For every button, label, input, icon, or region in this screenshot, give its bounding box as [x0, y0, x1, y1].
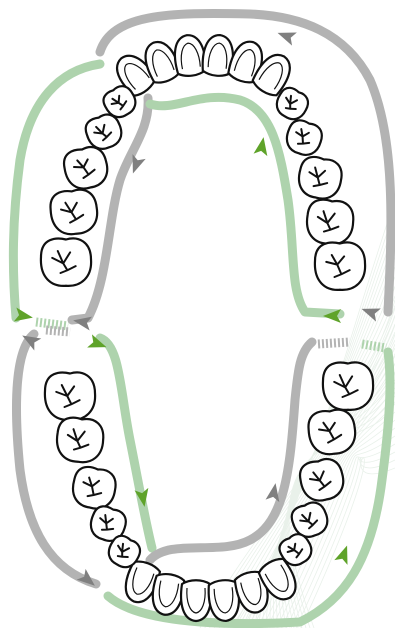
upper-back-tooth	[62, 146, 109, 190]
direction-arrow-icon	[265, 483, 280, 503]
lower-inner-grey-path	[145, 337, 317, 565]
direction-arrow-icon	[134, 487, 149, 507]
upper-back-tooth	[297, 155, 343, 200]
background-curve	[290, 451, 395, 628]
lower-front-tooth	[124, 560, 162, 604]
lower-back-tooth	[278, 533, 313, 567]
lower-inner-green-path	[95, 333, 157, 553]
direction-arrow-icon	[323, 309, 341, 323]
background-curve	[300, 457, 395, 628]
lower-arch	[43, 361, 375, 623]
lower-front-tooth	[179, 579, 213, 623]
direction-arrow-icon	[73, 316, 93, 331]
upper-back-tooth	[39, 237, 93, 287]
lower-back-tooth	[107, 534, 142, 569]
lower-front-tooth	[207, 579, 240, 623]
lower-outer-grey-path	[12, 329, 101, 589]
upper-back-tooth	[84, 113, 123, 150]
gap-right-green-dashes	[361, 339, 387, 353]
upper-back-tooth	[275, 86, 310, 121]
lower-back-tooth	[89, 505, 127, 542]
upper-back-tooth	[49, 188, 99, 236]
lower-back-tooth	[290, 501, 329, 538]
upper-back-tooth	[313, 241, 367, 291]
upper-back-tooth	[285, 119, 323, 156]
upper-back-tooth	[305, 198, 355, 246]
direction-arrow-icon	[87, 334, 107, 348]
path-layer	[8, 8, 395, 628]
background-curve	[286, 443, 395, 628]
upper-outer-grey-path	[95, 8, 395, 317]
background-curve	[295, 457, 395, 628]
lower-front-tooth	[151, 573, 186, 616]
lower-back-tooth	[71, 465, 117, 510]
lower-back-tooth	[43, 371, 97, 421]
gap-left-grey-dashes	[45, 325, 71, 337]
background-curve	[276, 427, 395, 628]
background-curve	[281, 435, 395, 628]
upper-front-tooth	[227, 40, 264, 84]
direction-arrow-icon	[361, 308, 381, 322]
direction-arrow-icon	[76, 568, 95, 586]
lower-outer-green-path	[103, 347, 395, 628]
upper-inner-green-path	[145, 92, 345, 319]
direction-arrow-icon	[13, 307, 33, 322]
upper-front-tooth	[251, 53, 291, 97]
direction-arrow-icon	[334, 545, 348, 565]
upper-front-tooth	[144, 40, 182, 84]
lower-front-tooth	[257, 557, 297, 601]
upper-front-tooth	[201, 33, 234, 77]
direction-arrow-icon	[22, 335, 42, 351]
direction-arrow-icon	[277, 32, 297, 46]
lower-front-tooth	[233, 570, 269, 614]
gap-right-grey-dashes	[317, 337, 351, 349]
direction-arrow-icon	[132, 154, 146, 174]
upper-inner-grey-path	[67, 93, 153, 325]
upper-outer-green-path	[8, 59, 105, 323]
lower-back-tooth	[55, 416, 105, 464]
upper-front-tooth	[173, 34, 207, 77]
lower-back-tooth	[321, 361, 375, 411]
gap-left-green-dashes	[35, 317, 69, 331]
direction-arrow-icon	[253, 137, 268, 157]
upper-arch	[39, 33, 367, 291]
arrow-layer	[13, 32, 381, 586]
lower-back-tooth	[307, 408, 357, 456]
upper-back-tooth	[102, 85, 137, 119]
background-curve	[199, 299, 395, 628]
